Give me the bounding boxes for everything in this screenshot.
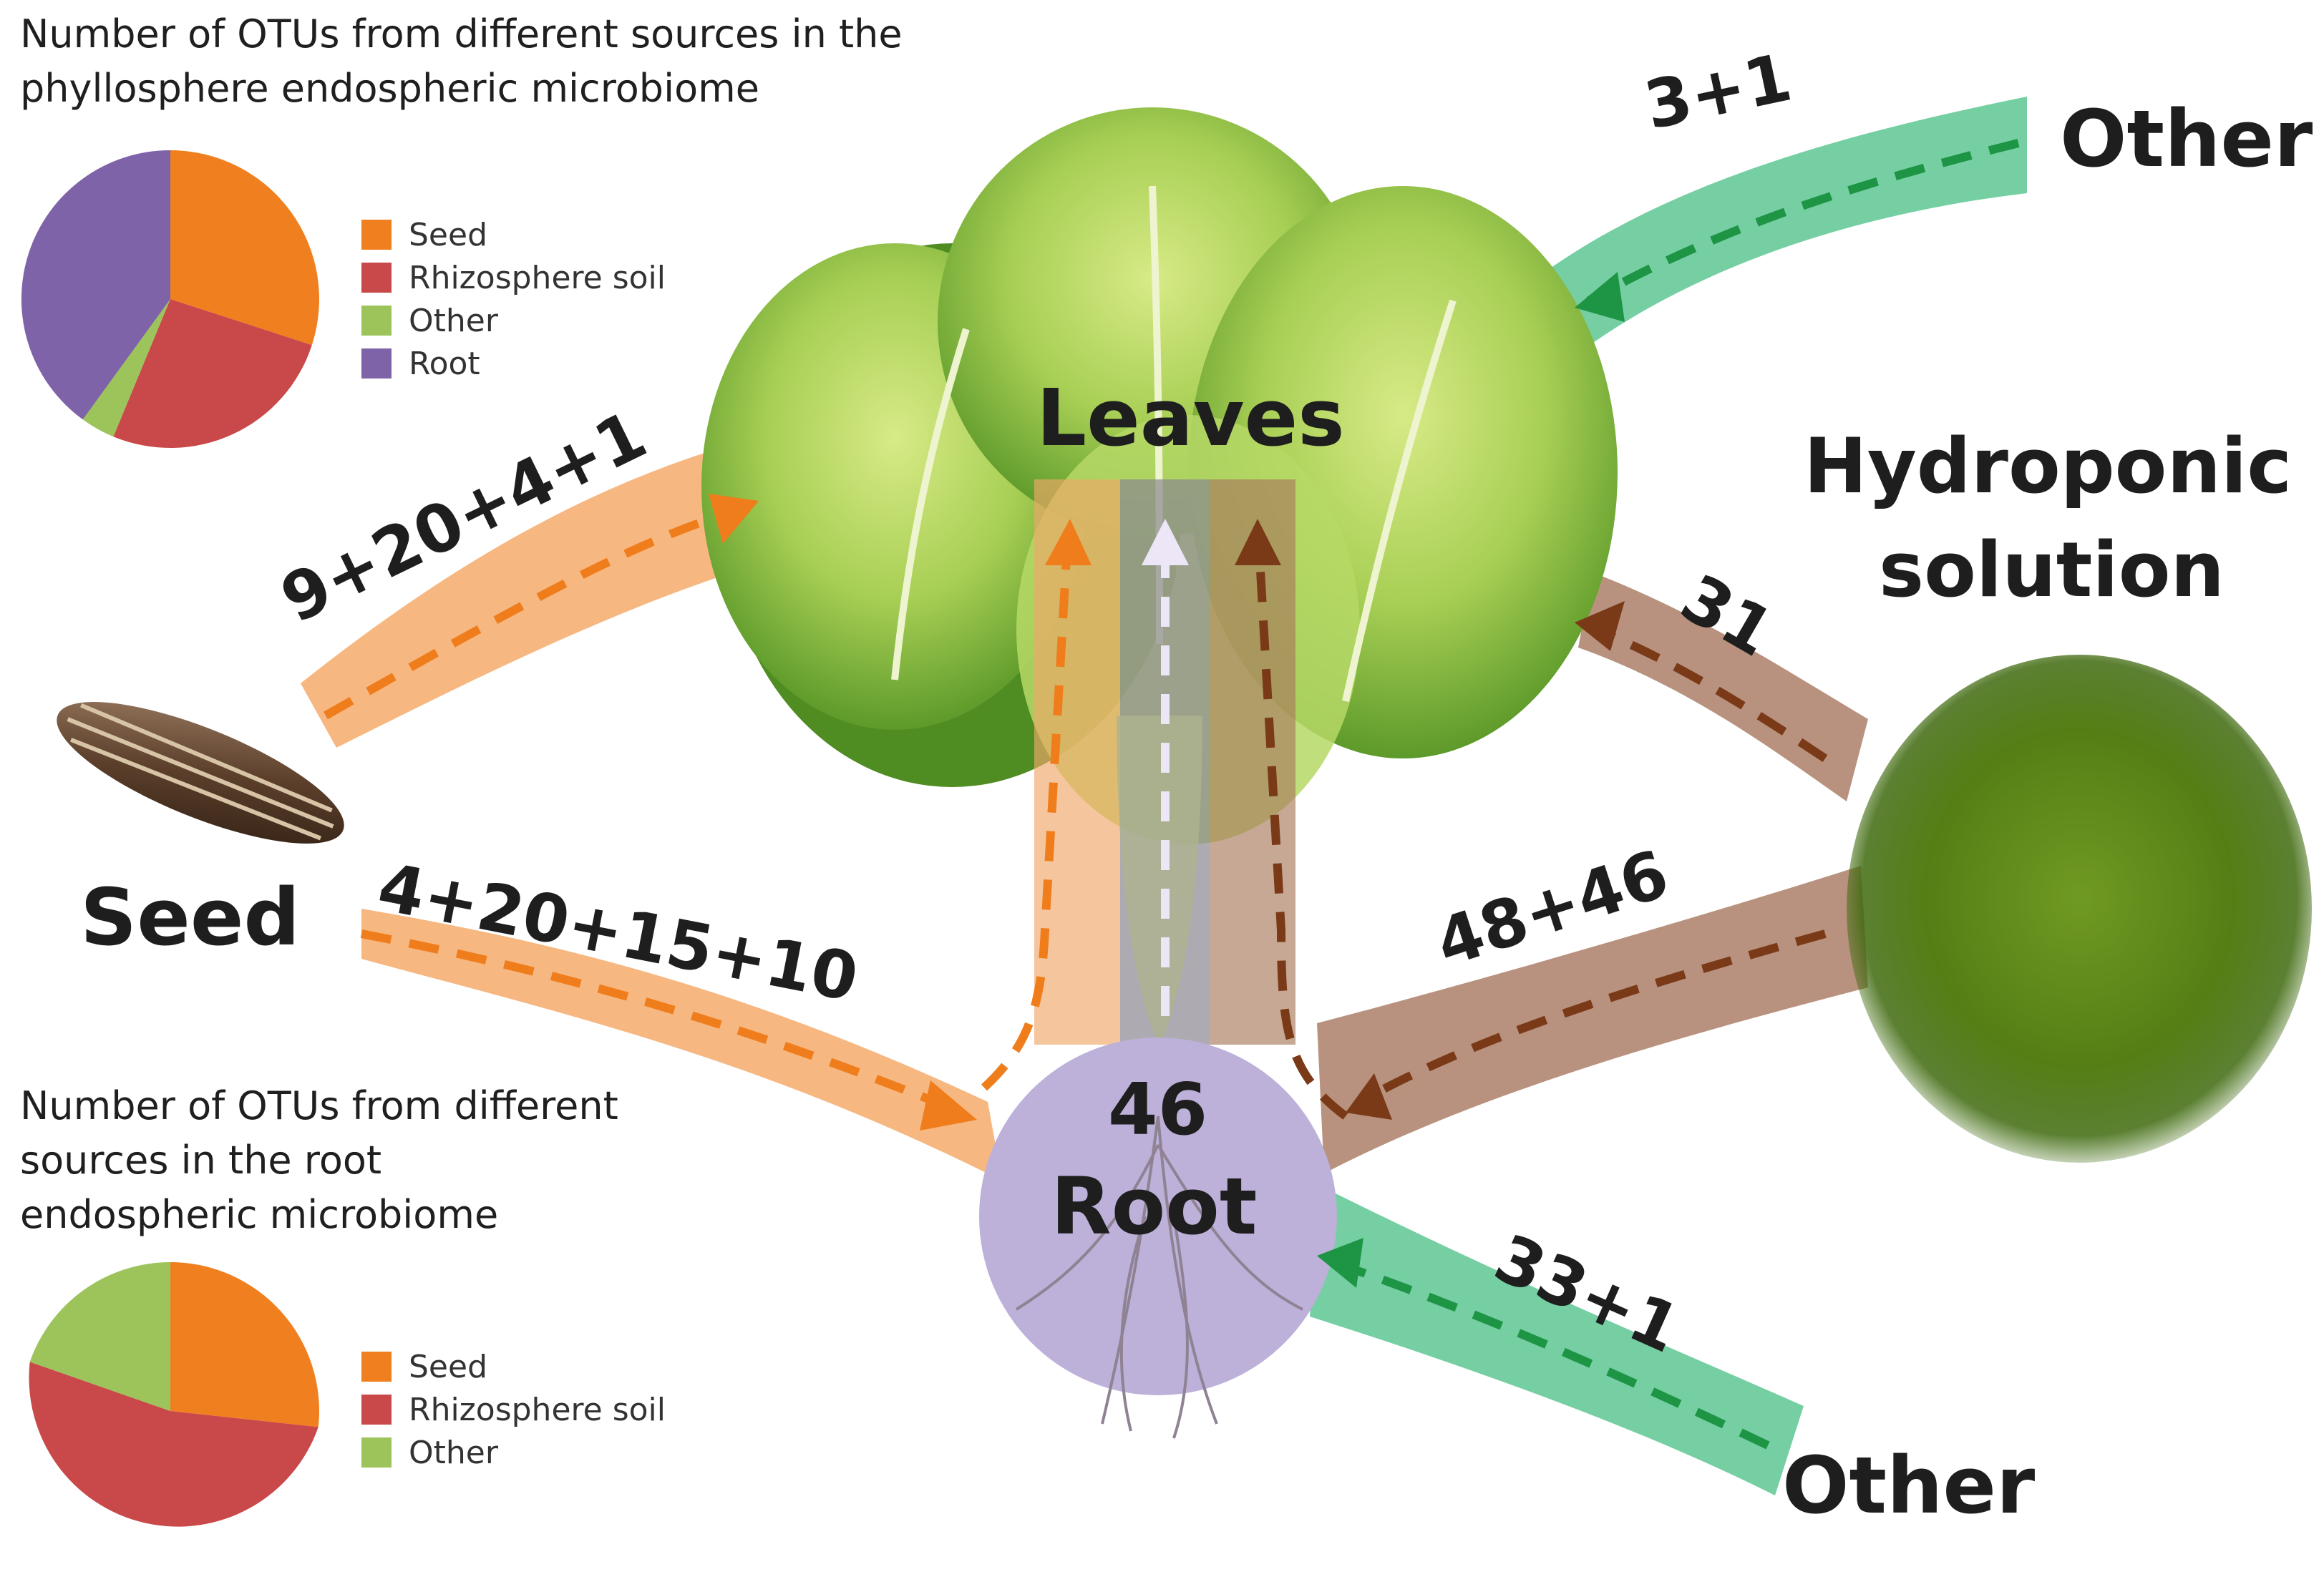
root-circle (979, 1038, 1337, 1395)
legend-label: Other (409, 302, 498, 339)
pie-slice-seed (170, 150, 319, 346)
legend-swatch-rhizosphere-soil (361, 1395, 392, 1425)
arrow-other-to-leaves (1587, 139, 2020, 305)
hydroponic-solution-image (1847, 655, 2312, 1163)
legend-item-root: Root (361, 342, 666, 385)
root-label: Root (1051, 1161, 1258, 1252)
flow-band-other-to-root (1310, 1184, 1804, 1495)
legend-swatch-other (361, 306, 392, 336)
arrow-seed-to-root (360, 929, 947, 1110)
arrowhead-root-up-stem (1142, 519, 1189, 565)
legend-swatch-rhizosphere-soil (361, 263, 392, 293)
arrowhead-seed-to-leaves (709, 494, 759, 544)
pie-slice-other (82, 299, 170, 437)
legend-swatch-root (361, 348, 392, 379)
legend-label: Seed (409, 216, 487, 253)
arrow-seed-to-leaves (324, 511, 724, 720)
root-pie-chart (29, 1262, 320, 1527)
arrowhead-hydro-to-root (1346, 1073, 1392, 1120)
arrows (324, 139, 2020, 1450)
flow-band-other-to-leaves (1535, 97, 2027, 376)
phyllosphere-pie-chart (21, 150, 319, 449)
legend-label: Seed (409, 1348, 487, 1385)
root-title-line-1: Number of OTUs from different (20, 1083, 618, 1128)
legend-swatch-other (361, 1437, 392, 1468)
legend-item-seed: Seed (361, 213, 666, 256)
root-legend: Seed Rhizosphere soil Other (361, 1345, 666, 1474)
arrow-hydro-up-stem (1255, 557, 1348, 1120)
stem-column-seed (1034, 479, 1120, 1045)
arrowhead-seed-up-stem (1045, 519, 1091, 565)
root-count-label: 46 (1108, 1068, 1208, 1151)
legend-swatch-seed (361, 220, 392, 250)
other-label-bottom: Other (1782, 1440, 2036, 1531)
pie-slice-root (21, 150, 170, 420)
phyllosphere-legend: Seed Rhizosphere soil Other Root (361, 213, 666, 385)
other-label-top: Other (2060, 93, 2313, 185)
legend-swatch-seed (361, 1352, 392, 1382)
arrowhead-hydro-up-stem (1235, 519, 1281, 565)
legend-item-other: Other (361, 1431, 666, 1474)
legend-item-other: Other (361, 299, 666, 342)
legend-item-rhizosphere-soil: Rhizosphere soil (361, 1388, 666, 1431)
seed-illustration (57, 702, 344, 844)
seed-label: Seed (80, 872, 301, 963)
root-panel-title: Number of OTUs from different sources in… (20, 1079, 618, 1242)
arrow-seed-up-stem (981, 557, 1071, 1091)
flow-band-seed-to-root (361, 909, 1002, 1181)
leaves-label: Leaves (1036, 372, 1345, 464)
legend-item-rhizosphere-soil: Rhizosphere soil (361, 256, 666, 299)
phyllosphere-title-line-1: Number of OTUs from different sources in… (20, 11, 903, 57)
arrowhead-other-to-root (1317, 1238, 1363, 1288)
pie-slice-seed (170, 1262, 320, 1427)
legend-item-seed: Seed (361, 1345, 666, 1388)
arrowhead-seed-to-root (920, 1080, 977, 1131)
legend-label: Rhizosphere soil (409, 259, 666, 296)
root-title-line-2: sources in the root (20, 1138, 382, 1183)
arrowheads (709, 272, 1625, 1288)
pie-slice-rhizosphere-soil (113, 299, 312, 449)
arrow-other-to-root (1344, 1262, 1770, 1450)
arrowhead-hydro-to-leaves (1575, 601, 1625, 651)
pie-slice-other (29, 1262, 170, 1411)
flow-band-seed-to-leaves (301, 429, 830, 748)
phyllosphere-title-line-2: phyllosphere endospheric microbiome (20, 66, 759, 111)
legend-label: Other (409, 1434, 498, 1471)
arrowhead-other-to-leaves (1575, 272, 1625, 322)
hydroponic-label-line-2: solution (1879, 526, 2225, 614)
flow-band-hydro-to-leaves (1578, 572, 1868, 801)
legend-label: Root (409, 345, 480, 382)
hydroponic-label-line-1: Hydroponic (1804, 422, 2293, 510)
lettuce-stem (1117, 716, 1202, 1045)
phyllosphere-panel-title: Number of OTUs from different sources in… (20, 7, 903, 116)
pie-slice-rhizosphere-soil (29, 1362, 319, 1527)
stem-column-hydro (1210, 479, 1295, 1045)
root-title-line-3: endospheric microbiome (20, 1192, 499, 1237)
flow-band-hydro-to-root (1317, 866, 1868, 1173)
root-strands (1015, 1115, 1303, 1439)
legend-label: Rhizosphere soil (409, 1391, 666, 1428)
